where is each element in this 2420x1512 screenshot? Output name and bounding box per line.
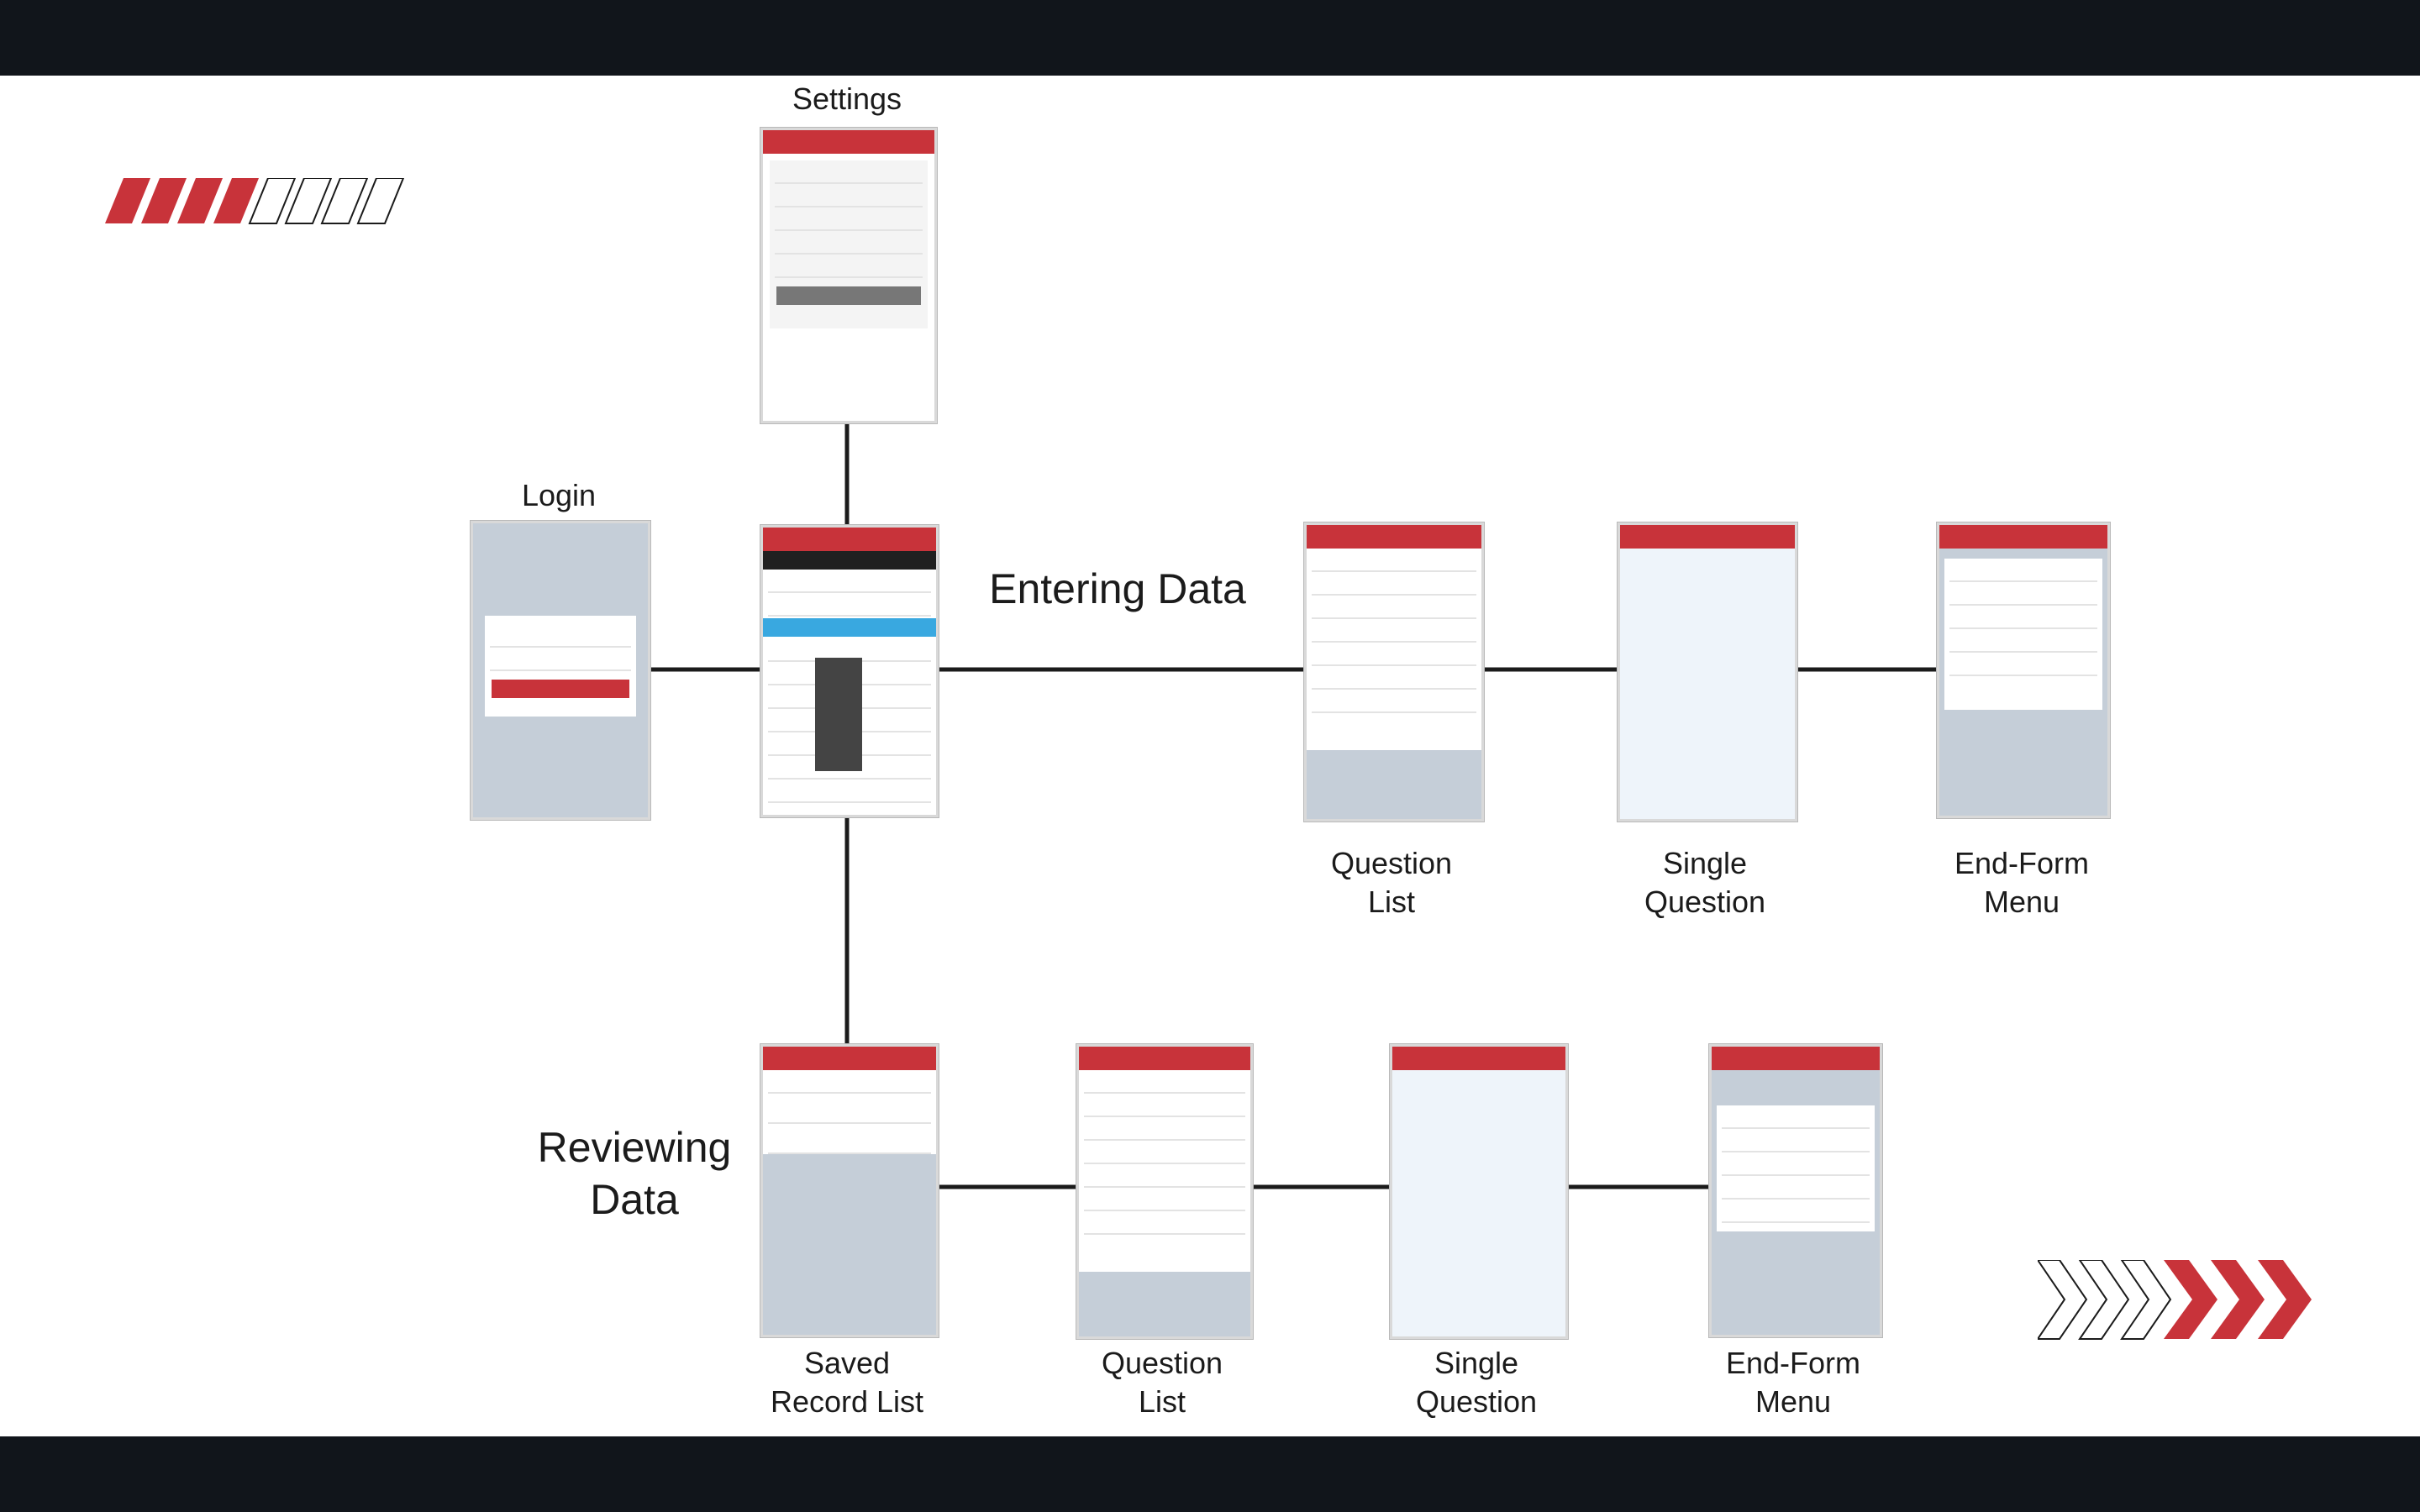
screen-single-question-1 [1618, 522, 1797, 822]
screen-label-single-question-1: Single Question [1607, 844, 1802, 921]
screen-label-end-form-menu-2: End-Form Menu [1696, 1344, 1891, 1421]
screen-label-login: Login [471, 476, 647, 515]
slash-stripes-icon [105, 178, 429, 224]
screen-label-settings: Settings [765, 80, 929, 118]
screen-question-list-1 [1304, 522, 1484, 822]
screen-question-list-2 [1076, 1044, 1253, 1339]
screen-single-question-2 [1390, 1044, 1568, 1339]
screen-settings [760, 128, 937, 423]
screen-login [471, 521, 650, 820]
heading-reviewing-data: Reviewing Data [504, 1121, 765, 1226]
heading-entering-data: Entering Data [975, 563, 1260, 615]
screen-label-single-question-2: Single Question [1379, 1344, 1574, 1421]
screen-hub [760, 525, 939, 817]
screen-saved-record-list [760, 1044, 939, 1337]
chevrons-icon [2038, 1260, 2340, 1340]
screen-label-question-list-1: Question List [1294, 844, 1489, 921]
screen-label-saved-record-list: Saved Record List [738, 1344, 956, 1421]
screen-label-question-list-2: Question List [1065, 1344, 1260, 1421]
screen-label-end-form-menu-1: End-Form Menu [1924, 844, 2119, 921]
screen-end-form-menu-2 [1709, 1044, 1882, 1337]
screen-end-form-menu-1 [1937, 522, 2110, 818]
